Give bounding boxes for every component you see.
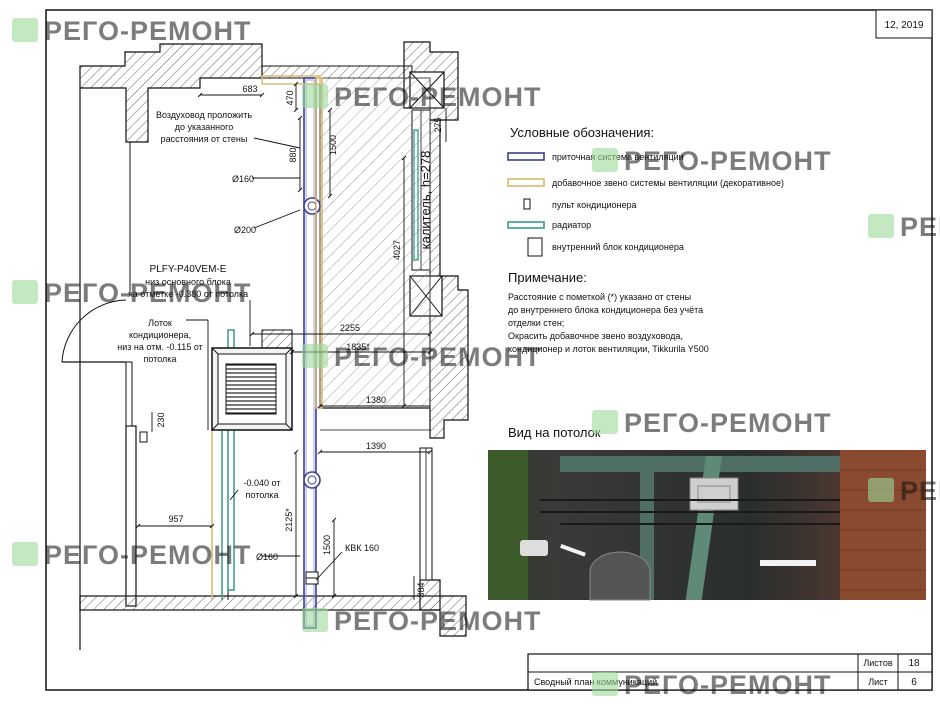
legend-swatch-remote <box>523 198 531 210</box>
legend-swatch-radiator <box>507 221 545 229</box>
decor-duct-top <box>261 75 321 85</box>
duct-note-2: до указанного <box>175 122 233 132</box>
watermark-text-5: РЕГО-РЕМОНТ <box>44 278 251 308</box>
legend-item-radiator: радиатор <box>552 220 591 230</box>
unit-model: PLFY-P40VEM-E <box>150 264 227 275</box>
mark-040-2: потолка <box>246 490 279 500</box>
watermark-text-11: РЕГО-РЕМОНТ <box>624 670 831 700</box>
unit-model-note-2: на отметке -0.380 от потолка <box>128 289 248 299</box>
sheets-value: 18 <box>908 658 920 669</box>
note-line-4: Окрасить добавочное звено воздуховода, <box>508 331 683 341</box>
watermark-logo: РЕГО-РЕМОНТ <box>592 146 831 176</box>
dimension-texts: 683 470 880 1500 275 4027 2255 1835* 138… <box>156 84 443 598</box>
sheet-value: 6 <box>911 677 917 688</box>
sheet-frame <box>45 9 933 691</box>
watermark-text-10: РЕГО-РЕМОНТ <box>334 606 541 636</box>
note-line-3: отделки стен; <box>508 318 564 328</box>
ceiling-zone <box>319 77 431 409</box>
tray-note-3: низ на отм. -0.115 от <box>117 342 203 352</box>
ceiling-photo <box>488 450 926 601</box>
watermark-logo: РЕГО-РЕМОНТ <box>592 408 831 438</box>
dim-880: 880 <box>288 147 298 162</box>
unit-model-note-1: низ основного блока <box>145 277 231 287</box>
watermark-logo: РЕГО-РЕМОНТ <box>868 476 940 506</box>
dim-1500-top: 1500 <box>328 135 338 155</box>
radiator-window <box>413 129 419 261</box>
watermark-logo: РЕГО-РЕМОНТ <box>868 212 940 242</box>
dim-2255: 2255 <box>340 323 360 333</box>
mark-040-1: -0.040 от <box>244 478 281 488</box>
watermark-text-3: РЕГО-РЕМОНТ <box>624 146 831 176</box>
dim-4027: 4027 <box>392 240 402 260</box>
sheets-label: Листов <box>863 658 892 668</box>
watermark-text-6: РЕГО-РЕМОНТ <box>334 342 541 372</box>
legend-swatch-supply <box>507 152 545 161</box>
leader-lines <box>186 137 343 581</box>
dim-2125: 2125* <box>284 508 294 532</box>
door <box>61 299 133 427</box>
note-title: Примечание: <box>508 270 587 285</box>
watermark-logo: РЕГО-РЕМОНТ <box>302 342 541 372</box>
tray-note-4: потолка <box>144 354 177 364</box>
watermark-text-7: РЕГО-РЕМОНТ <box>624 408 831 438</box>
legend-swatch-decor <box>507 178 545 187</box>
dim-dia200: Ø200 <box>234 225 256 235</box>
watermark-logo: РЕГО-РЕМОНТ <box>302 606 541 636</box>
sheet-label: Лист <box>868 677 888 687</box>
dim-275: 275 <box>433 117 443 132</box>
radiator-left <box>227 329 235 591</box>
ac-remote <box>139 431 148 443</box>
duct-note-3: расстояния от стены <box>161 134 248 144</box>
dim-683: 683 <box>242 84 257 94</box>
note-text: Расстояние с пометкой (*) указано от сте… <box>508 292 709 354</box>
legend-item-decor: добавочное звено системы вентиляции (дек… <box>552 178 784 188</box>
legend-swatch-indoor-unit <box>527 237 543 257</box>
dim-957: 957 <box>168 514 183 524</box>
ac-tray <box>211 430 229 600</box>
ac-cassette <box>211 347 293 431</box>
dim-230: 230 <box>156 412 166 427</box>
date-box <box>875 9 933 39</box>
heater-label: калитель, h=278 <box>418 151 433 250</box>
legend-item-remote: пульт кондиционера <box>552 200 637 210</box>
tray-note-1: Лоток <box>148 318 172 328</box>
watermark-text-1: РЕГО-РЕМОНТ <box>44 16 251 46</box>
tray-note-2: кондиционера, <box>129 330 191 340</box>
dimension-lines <box>129 81 447 600</box>
dim-470: 470 <box>285 90 295 105</box>
watermark-logo: РЕГО-РЕМОНТ <box>12 16 251 46</box>
ceiling-view-title: Вид на потолок <box>508 425 601 440</box>
watermark-logo: РЕГО-РЕМОНТ <box>12 278 251 308</box>
watermark-text-4: РЕГО-РЕМОНТ <box>900 212 940 242</box>
dim-1380: 1380 <box>366 395 386 405</box>
dim-1835: 1835* <box>346 342 370 352</box>
note-line-2: до внутреннего блока кондиционера без уч… <box>508 305 703 315</box>
watermark-text-8: РЕГО-РЕМОНТ <box>900 476 940 506</box>
dim-1500-bottom: 1500 <box>322 535 332 555</box>
watermark-text-2: РЕГО-РЕМОНТ <box>334 82 541 112</box>
legend-title: Условные обозначения: <box>510 125 654 140</box>
note-line-1: Расстояние с пометкой (*) указано от сте… <box>508 292 691 302</box>
dim-384: 384 <box>416 582 426 597</box>
watermark-text-9: РЕГО-РЕМОНТ <box>44 540 251 570</box>
watermark-logo: РЕГО-РЕМОНТ <box>12 540 251 570</box>
kvk-label: КВК 160 <box>345 543 379 553</box>
legend-item-indoor-unit: внутренний блок кондиционера <box>552 242 684 252</box>
dim-dia160-bottom: Ø160 <box>256 552 278 562</box>
sheet-date: 12, 2019 <box>885 20 924 31</box>
watermark-logo: РЕГО-РЕМОНТ <box>302 82 541 112</box>
watermark-logo: РЕГО-РЕМОНТ <box>592 670 831 700</box>
annotations: Воздуховод проложить до указанного расст… <box>117 110 433 553</box>
note-line-5: кондиционер и лоток вентиляции, Tikkuril… <box>508 344 709 354</box>
decor-duct <box>315 77 323 409</box>
duct-note-1: Воздуховод проложить <box>156 110 252 120</box>
watermarks: РЕГО-РЕМОНТ РЕГО-РЕМОНТ РЕГО-РЕМОНТ РЕГО… <box>12 16 940 700</box>
dim-dia160-top: Ø160 <box>232 174 254 184</box>
dim-1390: 1390 <box>366 441 386 451</box>
